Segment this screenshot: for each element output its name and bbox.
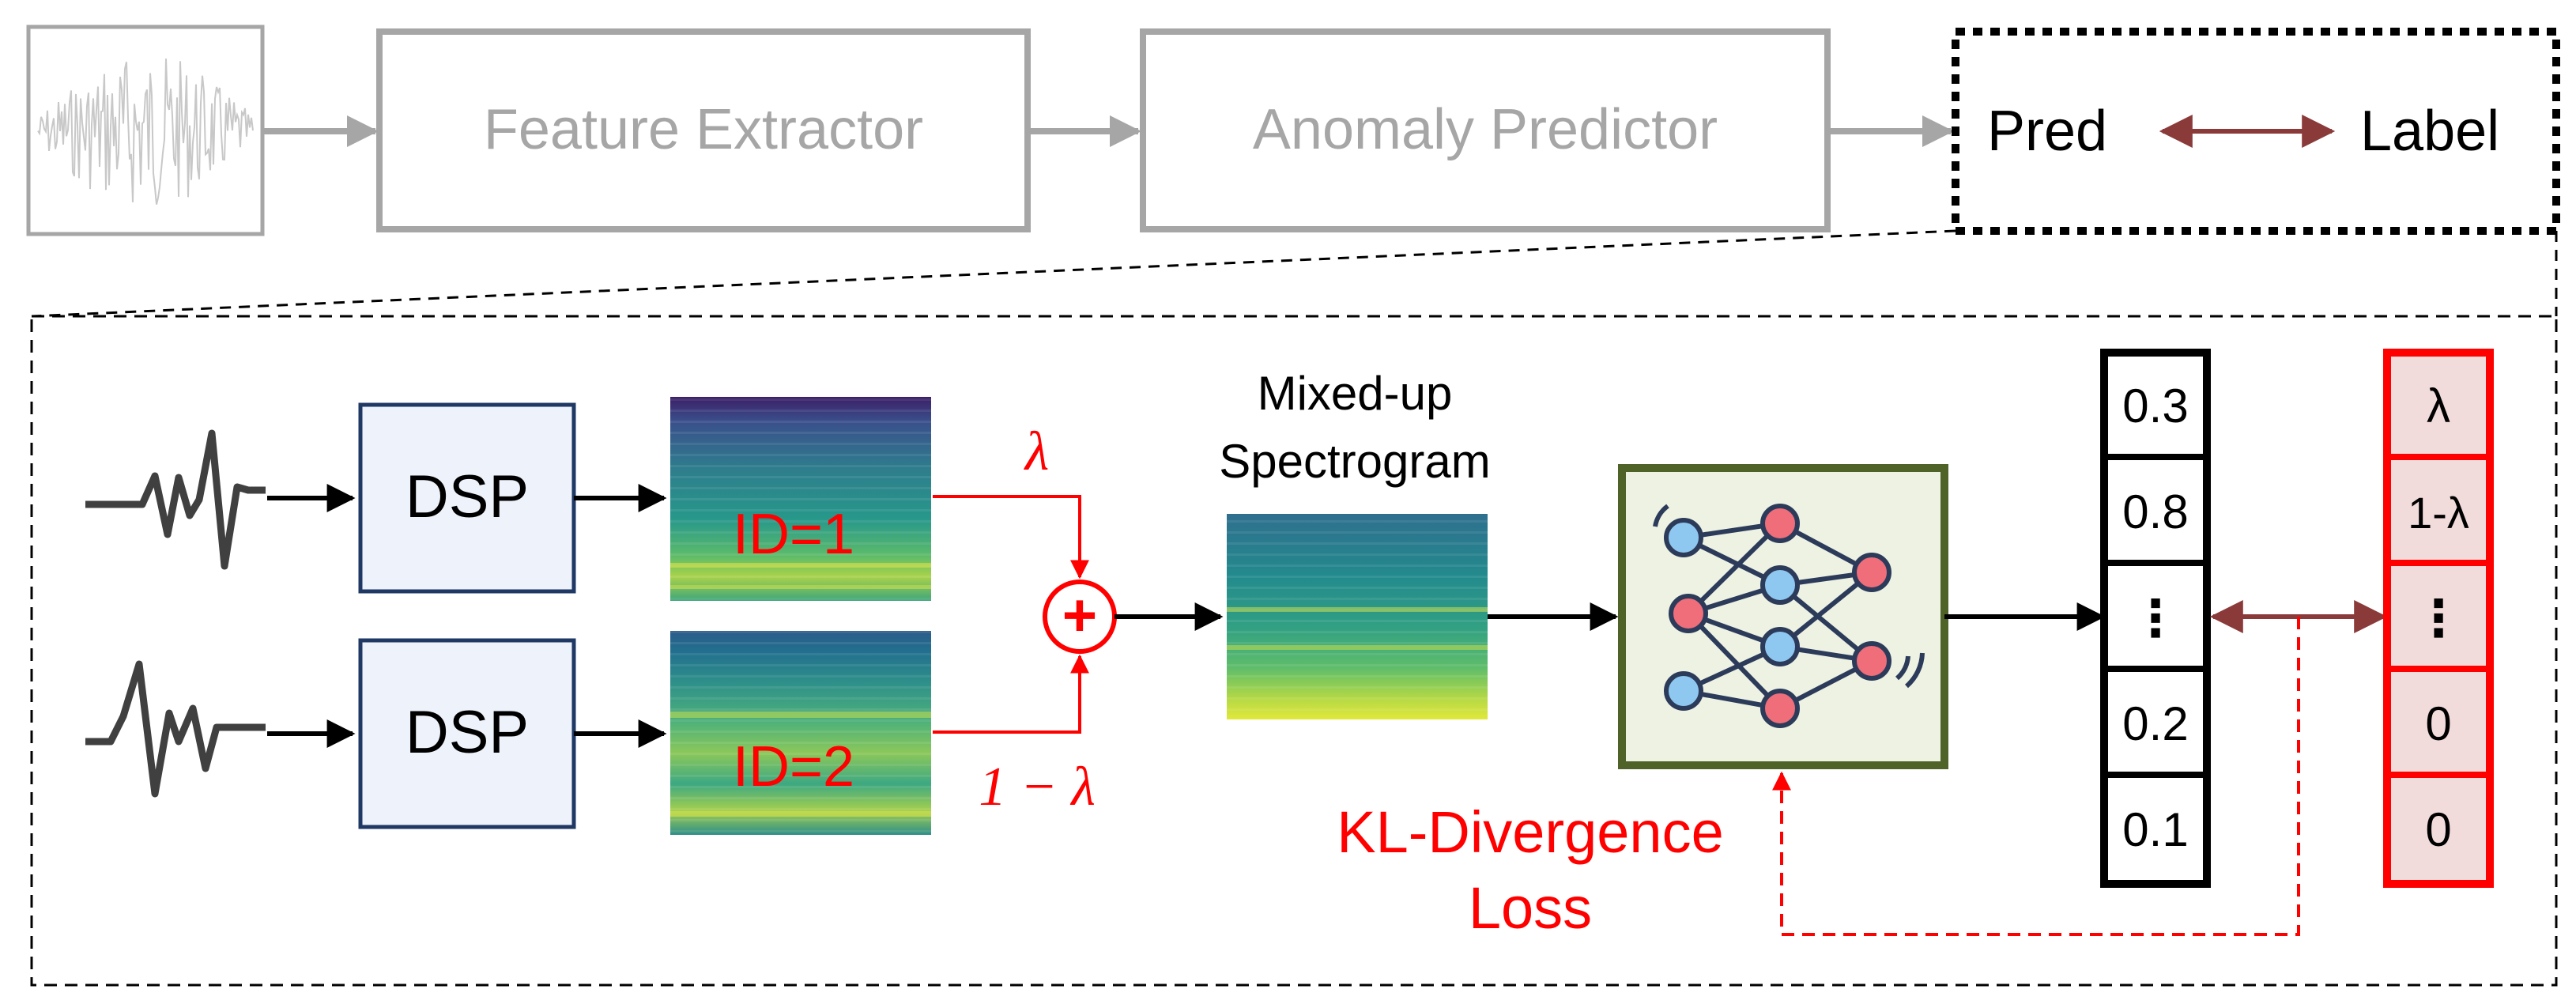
mix-line-1	[933, 495, 1089, 580]
kl-loss-feedback-line	[1772, 617, 2300, 936]
pred-value: 0.2	[2122, 697, 2188, 750]
mixed-spectrogram	[1227, 514, 1488, 719]
feature-extractor-box	[376, 28, 1031, 232]
feature-extractor-label: Feature Extractor	[484, 98, 923, 161]
label-vector	[2383, 349, 2494, 888]
neural-network-icon	[1653, 504, 1925, 728]
spectrogram-2	[670, 631, 931, 835]
lambda-weight-label: λ	[1024, 421, 1049, 482]
detail-panel	[30, 315, 2558, 987]
dsp-label-1: DSP	[405, 463, 529, 530]
label-value: λ	[2427, 379, 2450, 432]
dsp-label-2: DSP	[405, 699, 529, 766]
one-minus-lambda-label: 1 − λ	[979, 757, 1096, 817]
kl-loss-label-line1: KL-Divergence	[1337, 799, 1723, 865]
prediction-vector	[2100, 349, 2211, 888]
mix-line-2	[933, 654, 1089, 734]
pred-ellipsis: ⋮	[2130, 590, 2181, 647]
anomaly-predictor-box	[1140, 28, 1831, 232]
raw-waveform-signal	[37, 59, 254, 205]
kl-loss-label-line2: Loss	[1469, 875, 1592, 941]
spectrogram-1	[670, 397, 931, 601]
id-label-1: ID=1	[733, 503, 854, 566]
anomaly-predictor-label: Anomaly Predictor	[1253, 98, 1718, 161]
sum-symbol: +	[1062, 582, 1097, 649]
label-value: 1-λ	[2408, 488, 2469, 538]
pred-value: 0.1	[2122, 803, 2188, 856]
label-ellipsis: ⋮	[2413, 590, 2464, 647]
input-waveform-2	[85, 660, 266, 798]
pred-text: Pred	[1987, 100, 2107, 163]
pred-value: 0.8	[2122, 485, 2188, 538]
input-waveform-1	[85, 429, 266, 570]
label-value: 0	[2425, 803, 2451, 856]
mixed-spectrogram-title-1: Mixed-up	[1258, 367, 1453, 420]
pred-value: 0.3	[2122, 379, 2188, 432]
label-value: 0	[2425, 697, 2451, 750]
dsp-box-1	[358, 402, 576, 594]
zoom-line-left	[31, 229, 1956, 318]
id-label-2: ID=2	[733, 735, 854, 798]
label-text: Label	[2360, 100, 2499, 163]
pipeline-row: Feature Extractor Anomaly Predictor Pred…	[26, 25, 2560, 236]
mixed-spectrogram-title-2: Spectrogram	[1219, 435, 1490, 488]
